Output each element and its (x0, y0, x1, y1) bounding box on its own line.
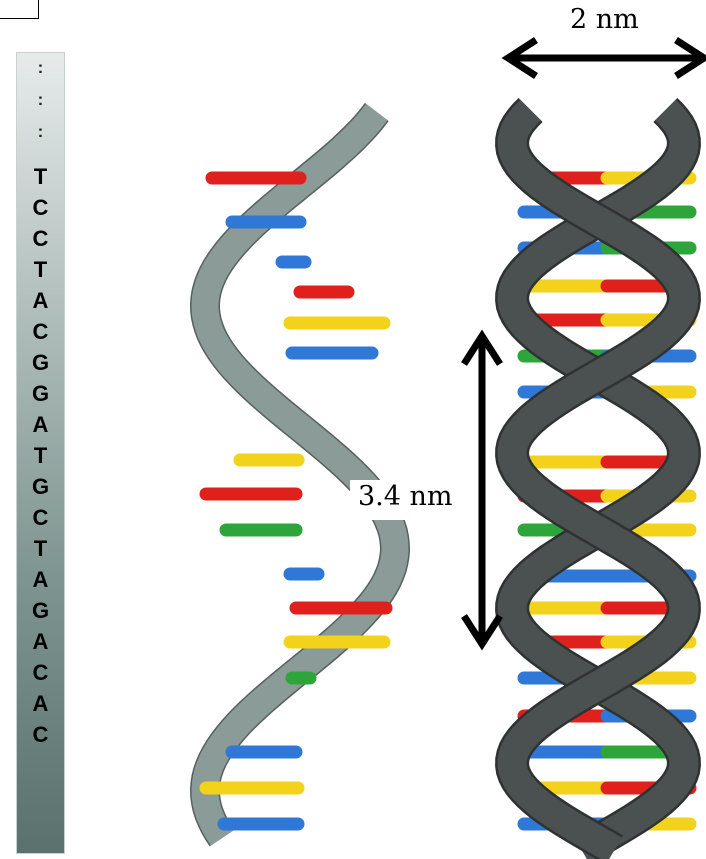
single-strand-helix (205, 112, 395, 838)
helix-width-label: 2 nm (570, 4, 639, 35)
width-arrow (508, 40, 704, 76)
helix-pitch-label: 3.4 nm (358, 481, 453, 512)
double-helix (512, 110, 690, 850)
